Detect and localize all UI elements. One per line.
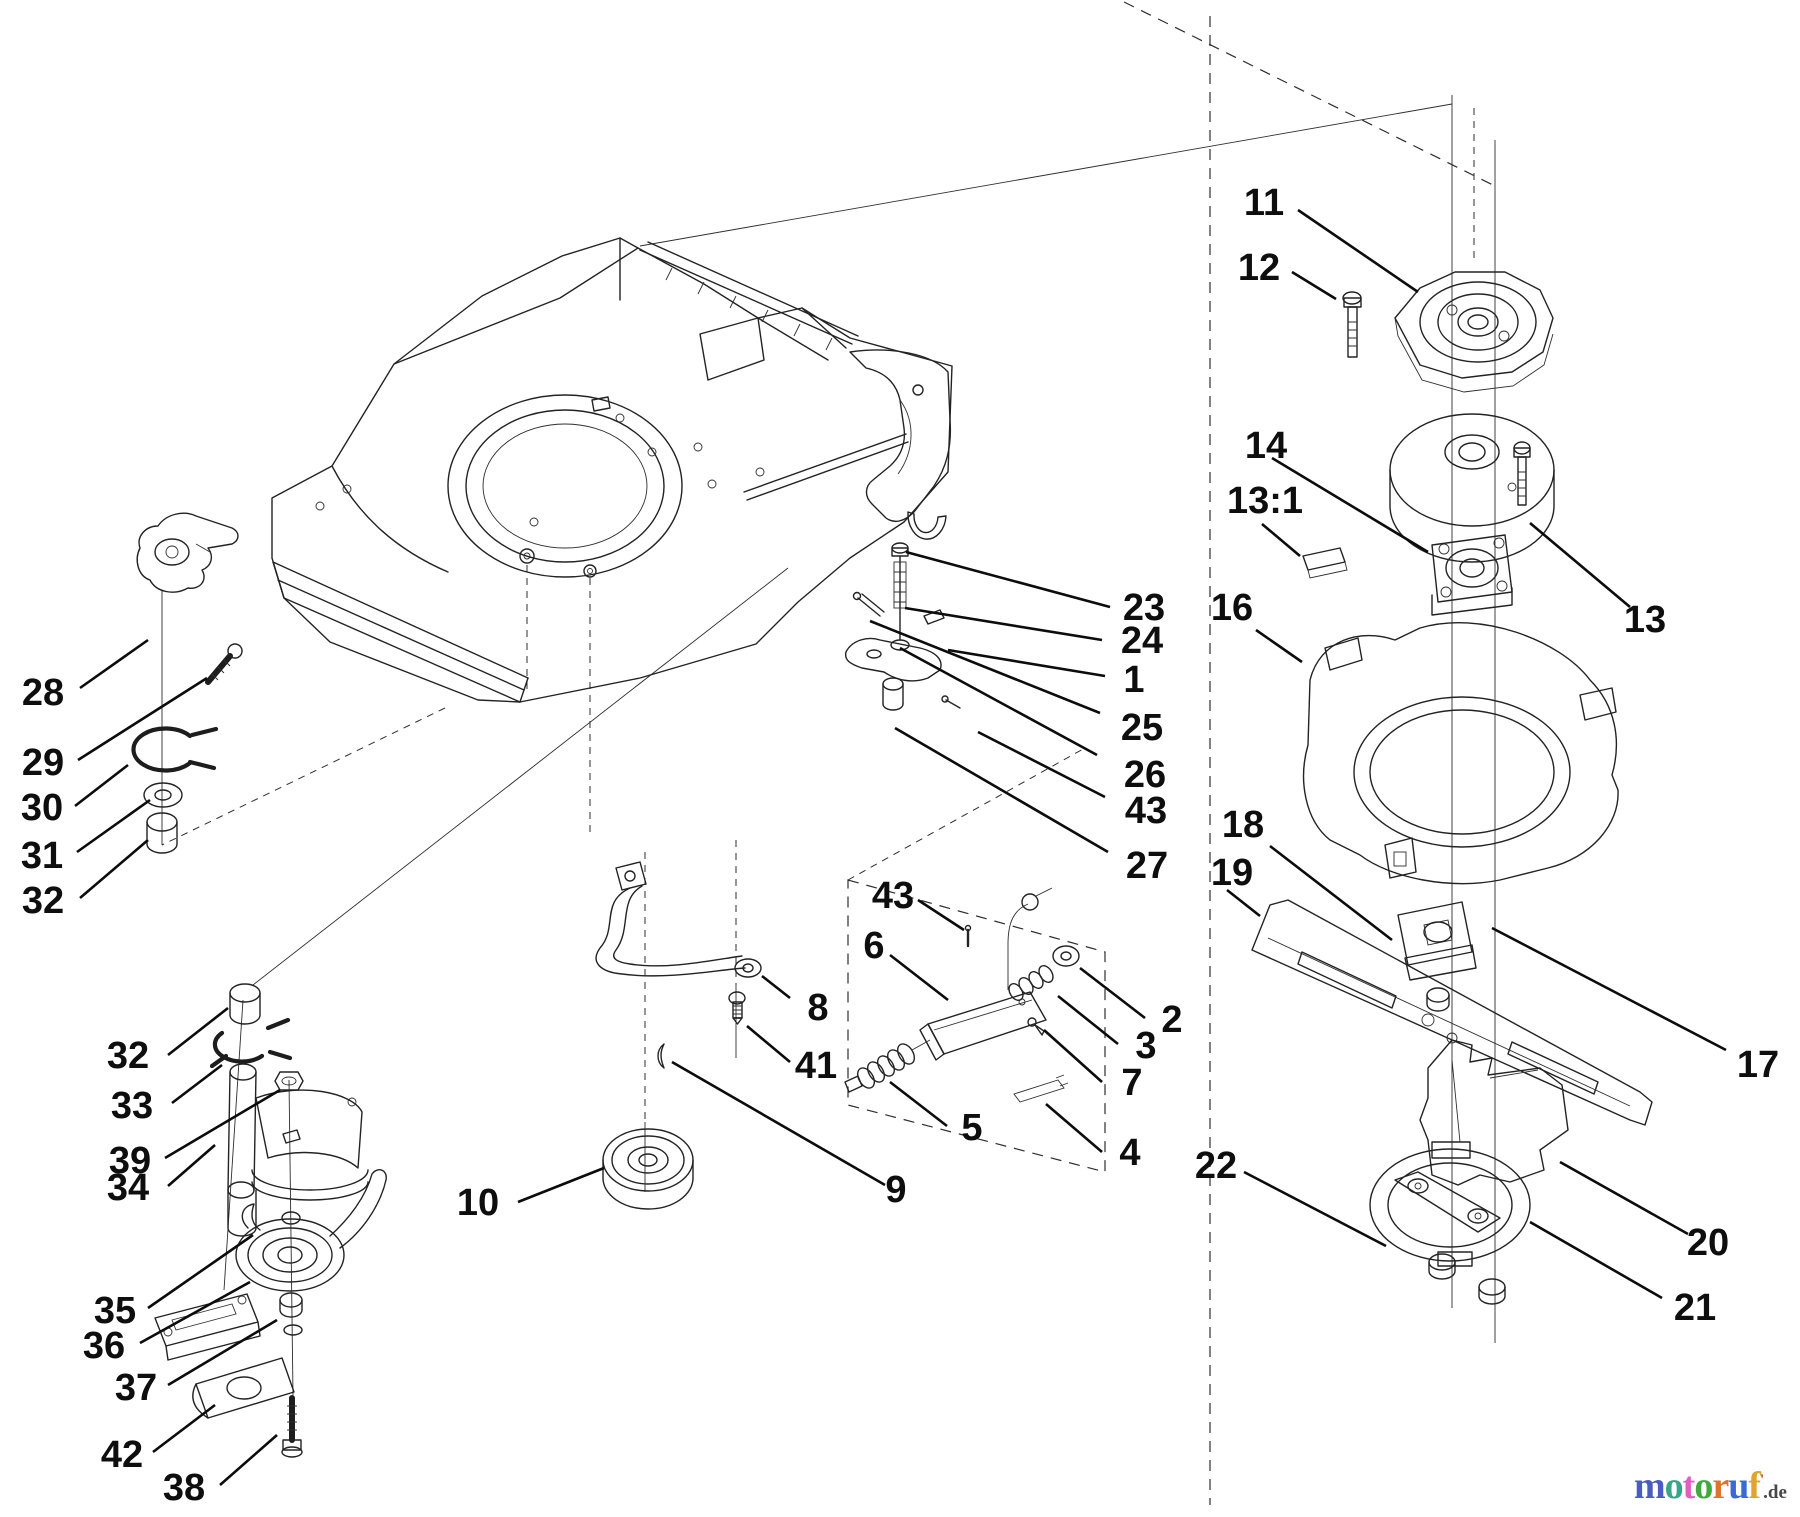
- callout-38: 38: [163, 1467, 205, 1509]
- callout-39: 39: [109, 1140, 151, 1182]
- callout-23: 23: [1123, 587, 1165, 629]
- logo-letter: f: [1748, 1465, 1761, 1507]
- right-exploded-stack: [1251, 271, 1653, 1305]
- callout-12: 12: [1238, 247, 1280, 289]
- callout-4: 4: [1119, 1132, 1140, 1174]
- logo-letter: o: [1694, 1465, 1713, 1507]
- callout-19: 19: [1211, 852, 1253, 894]
- callout-2: 2: [1161, 999, 1182, 1041]
- callout-10: 10: [457, 1182, 499, 1224]
- callout-8: 8: [807, 987, 828, 1029]
- callout-33: 33: [111, 1085, 153, 1127]
- callout-30: 30: [21, 787, 63, 829]
- callout-21: 21: [1674, 1287, 1716, 1329]
- leader-lines: [74, 208, 1727, 1486]
- callout-7: 7: [1121, 1062, 1142, 1104]
- cable-assembly-box: [844, 879, 1106, 1173]
- callout-42: 42: [101, 1434, 143, 1476]
- logo-letter: t: [1682, 1465, 1696, 1507]
- logo-letter: u: [1728, 1465, 1749, 1507]
- callout-32: 32: [22, 880, 64, 922]
- callout-3: 3: [1135, 1025, 1156, 1067]
- callout-5: 5: [961, 1107, 982, 1149]
- logo-tick: ': [1759, 1472, 1764, 1488]
- callout-22: 22: [1195, 1145, 1237, 1187]
- callout-32b: 32: [107, 1035, 149, 1077]
- callout-35: 35: [94, 1290, 136, 1332]
- callout-28: 28: [22, 672, 64, 714]
- callout-36: 36: [83, 1325, 125, 1367]
- callout-34: 34: [107, 1167, 149, 1209]
- callout-9: 9: [885, 1169, 906, 1211]
- callout-41: 41: [795, 1045, 837, 1087]
- center-parts: [595, 861, 762, 1210]
- callout-37: 37: [115, 1367, 157, 1409]
- construction-lines: [161, 1, 1498, 1505]
- callout-13-1: 13:1: [1227, 480, 1303, 522]
- callout-24: 24: [1121, 620, 1163, 662]
- logo-letter: r: [1712, 1465, 1729, 1507]
- callout-25: 25: [1121, 707, 1163, 749]
- callout-20: 20: [1687, 1222, 1729, 1264]
- rear-bracket-parts: [844, 542, 961, 711]
- callout-31: 31: [21, 835, 63, 877]
- logo-letter: m: [1634, 1465, 1666, 1507]
- callout-18: 18: [1222, 804, 1264, 846]
- callout-11: 11: [1244, 182, 1284, 224]
- mower-deck-drawing: [271, 237, 953, 703]
- callout-13: 13: [1624, 599, 1666, 641]
- callout-14: 14: [1245, 425, 1287, 467]
- callout-27: 27: [1126, 845, 1168, 887]
- callout-6: 6: [863, 925, 884, 967]
- callout-26: 26: [1124, 754, 1166, 796]
- logo-suffix: .de: [1763, 1482, 1787, 1503]
- callout-1: 1: [1123, 659, 1144, 701]
- callout-labels: 28 29 30 31 32 32 33 39 34 35 36 37 42 3…: [21, 182, 1779, 1509]
- logo-letter: o: [1664, 1465, 1684, 1507]
- left-parts-stack: [131, 512, 243, 854]
- callout-43a: 43: [872, 875, 914, 917]
- callout-43b: 43: [1125, 790, 1167, 832]
- spindle-assembly: [154, 983, 387, 1458]
- callout-16: 16: [1211, 587, 1253, 629]
- callout-17: 17: [1737, 1044, 1779, 1086]
- motoruf-logo[interactable]: motoruf'.de: [1634, 1464, 1787, 1508]
- callout-29: 29: [22, 742, 64, 784]
